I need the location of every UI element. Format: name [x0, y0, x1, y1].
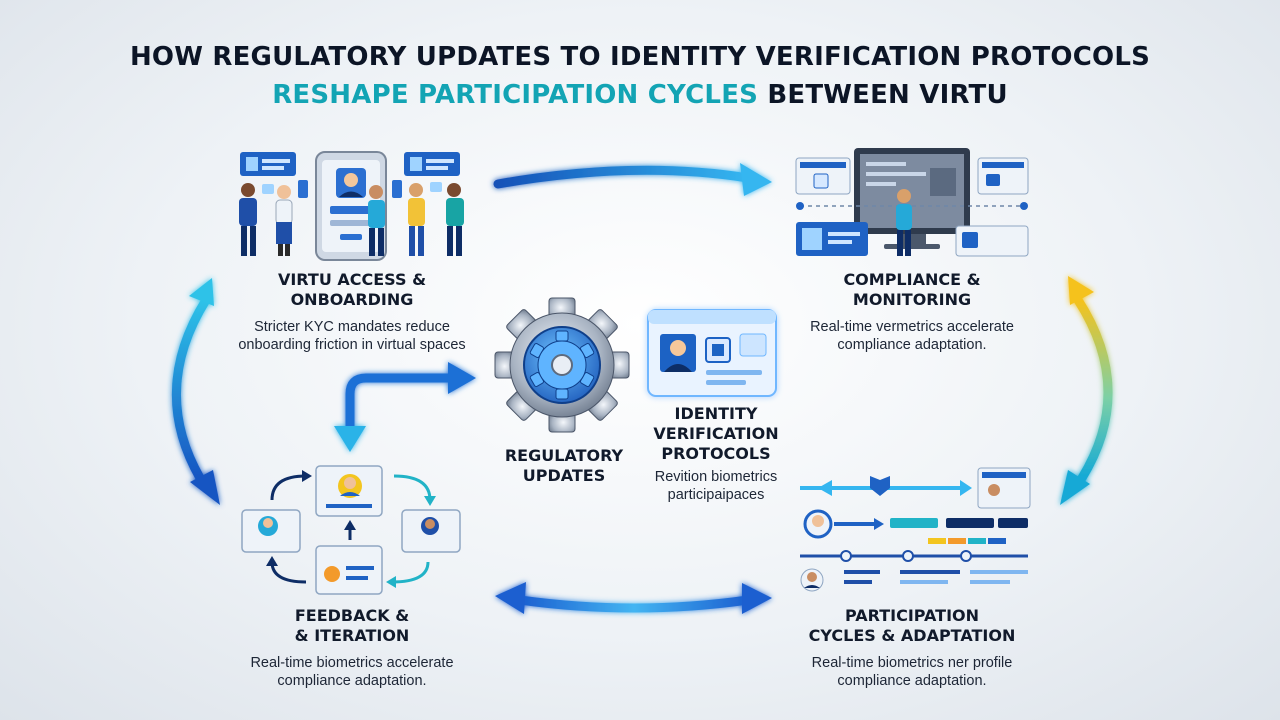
- node-regulatory: REGULATORY UPDATES: [494, 446, 634, 486]
- feedback-cycle-illustration: [241, 465, 461, 595]
- identity-title: IDENTITY VERIFICATION PROTOCOLS: [653, 404, 779, 463]
- monitoring-dashboard-illustration: [795, 148, 1029, 257]
- compliance-desc: Real-time vermetrics accelerate complian…: [810, 319, 1014, 353]
- page-title: HOW REGULATORY UPDATES TO IDENTITY VERIF…: [0, 38, 1280, 114]
- arrow-right: [1060, 276, 1113, 505]
- arrow-bottom: [495, 582, 772, 614]
- node-identity: IDENTITY VERIFICATION PROTOCOLS Revition…: [636, 404, 796, 504]
- arrow-left: [171, 278, 220, 505]
- participation-title: PARTICIPATION CYCLES & ADAPTATION: [808, 606, 1016, 645]
- gear-icon: [494, 297, 630, 433]
- node-compliance: COMPLIANCE & MONITORING Real-time vermet…: [792, 270, 1032, 354]
- feedback-desc: Real-time biometrics accelerate complian…: [250, 655, 454, 689]
- id-card-icon: [647, 309, 777, 397]
- title-accent: RESHAPE PARTICIPATION CYCLES: [272, 80, 759, 110]
- participation-timeline-illustration: [800, 467, 1031, 592]
- compliance-title: COMPLIANCE & MONITORING: [843, 270, 981, 309]
- onboarding-title: VIRTU ACCESS & ONBOARDING: [277, 270, 427, 309]
- regulatory-title: REGULATORY UPDATES: [504, 446, 624, 485]
- node-feedback: FEEDBACK & & ITERATION Real-time biometr…: [222, 606, 482, 690]
- arrow-inner: [334, 362, 476, 452]
- participation-desc: Real-time biometrics ner profile complia…: [811, 655, 1013, 689]
- identity-desc: Revition biometrics participaipaces: [654, 469, 778, 503]
- arrow-top: [493, 163, 772, 196]
- node-onboarding: VIRTU ACCESS & ONBOARDING Stricter KYC m…: [222, 270, 482, 354]
- feedback-title: FEEDBACK & & ITERATION: [294, 606, 410, 645]
- onboarding-desc: Stricter KYC mandates reduce onboarding …: [238, 319, 466, 353]
- title-line-2: RESHAPE PARTICIPATION CYCLES BETWEEN VIR…: [0, 76, 1280, 114]
- node-participation: PARTICIPATION CYCLES & ADAPTATION Real-t…: [782, 606, 1042, 690]
- title-line-1: HOW REGULATORY UPDATES TO IDENTITY VERIF…: [129, 42, 1151, 72]
- people-onboarding-illustration: [239, 151, 464, 261]
- title-rest: BETWEEN VIRTU: [758, 80, 1008, 110]
